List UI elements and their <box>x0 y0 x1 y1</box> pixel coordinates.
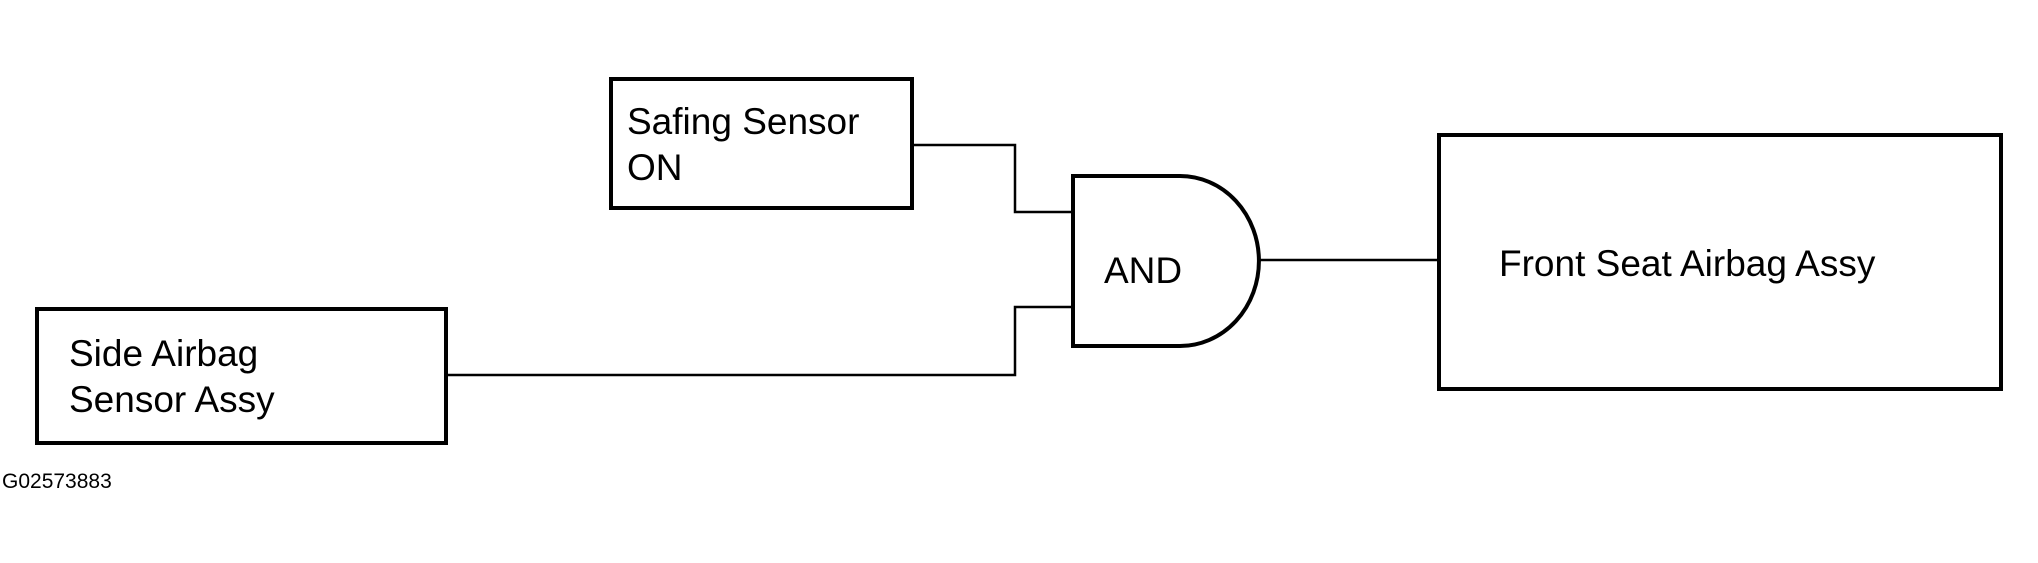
wire-side-to-and <box>448 305 1073 377</box>
front-seat-airbag-label: Front Seat Airbag Assy <box>1499 243 1876 284</box>
side-airbag-sensor-label: Side Airbag Sensor Assy <box>69 331 275 423</box>
and-gate-shape <box>1071 174 1261 348</box>
side-airbag-sensor-line1: Side Airbag <box>69 333 259 374</box>
figure-id: G02573883 <box>2 470 112 493</box>
side-airbag-sensor-box: Side Airbag Sensor Assy <box>35 307 448 445</box>
safing-sensor-box: Safing Sensor ON <box>609 77 914 210</box>
wire-safing-to-and <box>914 143 1073 214</box>
safing-sensor-line2: ON <box>627 147 683 188</box>
safing-sensor-line1: Safing Sensor <box>627 101 860 142</box>
front-seat-airbag-box: Front Seat Airbag Assy <box>1437 133 2003 391</box>
side-airbag-sensor-line2: Sensor Assy <box>69 379 275 420</box>
safing-sensor-label: Safing Sensor ON <box>627 99 859 191</box>
and-gate-label: AND <box>1104 250 1183 291</box>
